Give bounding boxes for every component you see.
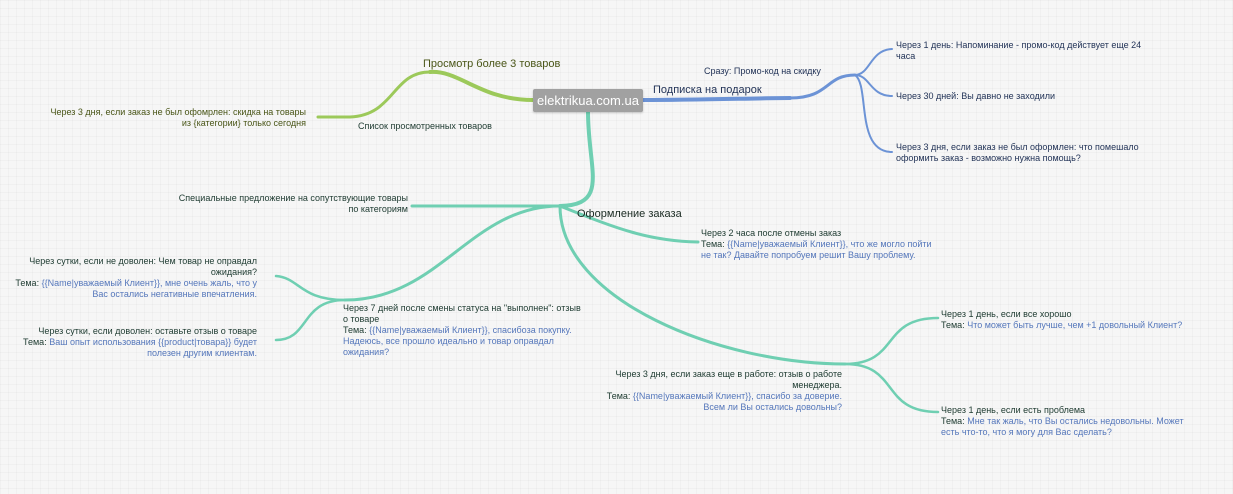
node-order-title[interactable]: Оформление заказа [577, 208, 682, 220]
connector-done [343, 204, 562, 302]
connector-unhappy [274, 274, 347, 302]
node-good[interactable]: Через 1 день, если все хорошо Тема: Что … [941, 309, 1183, 330]
connector-problem [843, 362, 940, 414]
connector-subscribe-sub [788, 73, 857, 100]
node-views-sub[interactable]: Список просмотренных товаров [358, 121, 492, 131]
node-unhappy[interactable]: Через сутки, если не доволен: Чем товар … [15, 256, 257, 299]
connector-views [428, 69, 535, 102]
node-problem[interactable]: Через 1 день, если есть проблема Тема: М… [941, 405, 1184, 437]
connector-order [558, 110, 595, 208]
node-special[interactable]: Специальные предложение на сопутствующие… [178, 193, 408, 214]
node-done[interactable]: Через 7 дней после смены статуса на "вып… [343, 303, 581, 357]
connector-good [843, 316, 940, 366]
node-subscribe-leaf-1[interactable]: Через 1 день: Напоминание - промо-код де… [896, 40, 1142, 61]
node-subscribe-title[interactable]: Подписка на подарок [653, 84, 762, 96]
connector-sub-leaf1 [854, 48, 893, 76]
connector-sub-leaf2 [854, 74, 893, 97]
node-cancel[interactable]: Через 2 часа после отмены заказ Тема: {{… [701, 228, 932, 260]
connector-views-sub [316, 70, 432, 119]
node-subscribe-leaf-2[interactable]: Через 30 дней: Вы давно не заходили [896, 91, 1056, 101]
node-happy[interactable]: Через сутки, если доволен: оставьте отзы… [23, 326, 257, 358]
node-views-title[interactable]: Просмотр более 3 товаров [423, 58, 561, 70]
node-subscribe-leaf-3[interactable]: Через 3 дня, если заказ не был оформлен:… [896, 142, 1139, 163]
connector-subscribe [641, 96, 792, 102]
connector-happy [274, 298, 347, 342]
connector-inwork [558, 204, 847, 366]
node-views-leaf[interactable]: Через 3 дня, если заказ не был офомрлен:… [50, 107, 306, 128]
node-subscribe-sub[interactable]: Сразу: Промо-код на скидку [704, 66, 821, 76]
connector-cancel [558, 204, 700, 244]
connector-sub-leaf3 [854, 74, 893, 153]
root-node[interactable]: elektrikua.com.ua [533, 89, 643, 112]
node-inwork[interactable]: Через 3 дня, если заказ еще в работе: от… [606, 369, 842, 412]
